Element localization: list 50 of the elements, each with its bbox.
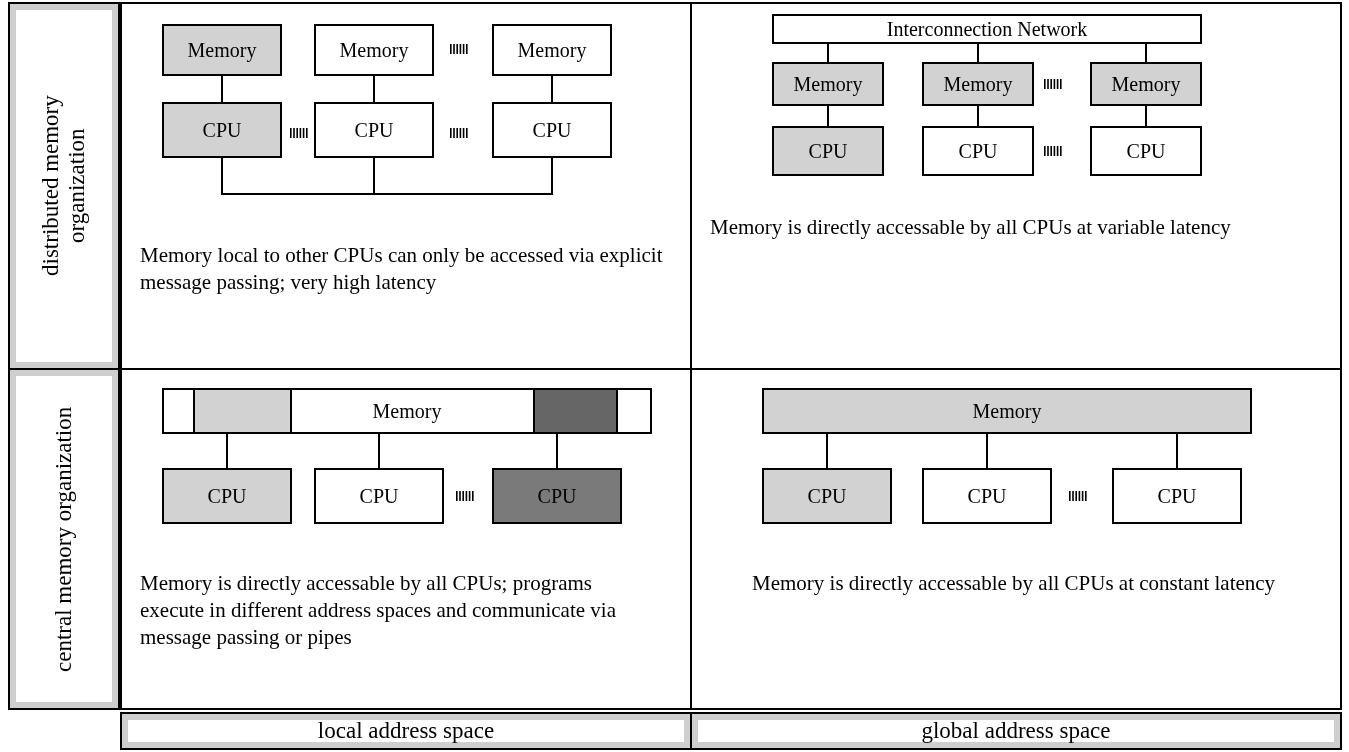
description-text: Memory is directly accessable by all CPUs; programs execute in different address spaces and communicate via message passing or pipes [140, 570, 617, 651]
connector-line [1176, 433, 1178, 469]
memory-box: Memory [314, 24, 434, 76]
cpu-box: CPU [492, 102, 612, 158]
memory-bar: Memory [162, 388, 652, 434]
cpu-box: CPU [314, 102, 434, 158]
cpu-box: CPU [762, 468, 892, 524]
row-header: distributed memory organization [8, 2, 120, 370]
memory-box: Memory [1090, 62, 1202, 106]
cpu-box: CPU [162, 102, 282, 158]
cpu-box: CPU [1112, 468, 1242, 524]
connector-line [977, 43, 979, 63]
diagram-cell [690, 368, 1342, 710]
connector-line [373, 75, 375, 103]
network-box: Interconnection Network [772, 14, 1202, 44]
cpu-box: CPU [922, 468, 1052, 524]
connector-line [221, 157, 375, 195]
connector-line [1145, 43, 1147, 63]
memory-box: Memory [162, 24, 282, 76]
cpu-box: CPU [492, 468, 622, 524]
diagram-cell [120, 368, 692, 710]
diagram-cell [120, 2, 692, 370]
cpu-box: CPU [922, 126, 1034, 176]
connector-line [226, 433, 228, 469]
cpu-box: CPU [162, 468, 292, 524]
memory-box: Memory [922, 62, 1034, 106]
connector-line [378, 433, 380, 469]
column-header: local address space [120, 712, 692, 750]
diagram-cell [690, 2, 1342, 370]
connector-line [827, 105, 829, 127]
description-text: Memory is directly accessable by all CPUs at constant latency [752, 570, 1277, 597]
row-header: central memory organization [8, 368, 120, 710]
connector-line [373, 157, 553, 195]
cpu-box: CPU [1090, 126, 1202, 176]
connector-line [1145, 105, 1147, 127]
cpu-box: CPU [314, 468, 444, 524]
memory-box: Memory [772, 62, 884, 106]
memory-bar: Memory [762, 388, 1252, 434]
connector-line [826, 433, 828, 469]
connector-line [551, 75, 553, 103]
column-header: global address space [690, 712, 1342, 750]
connector-line [556, 433, 558, 469]
connector-line [827, 43, 829, 63]
description-text: Memory is directly accessable by all CPUs at variable latency [710, 214, 1232, 241]
connector-line [977, 105, 979, 127]
cpu-box: CPU [772, 126, 884, 176]
memory-box: Memory [492, 24, 612, 76]
connector-line [986, 433, 988, 469]
description-text: Memory local to other CPUs can only be accessed via explicit message passing; very high latency [140, 242, 664, 296]
connector-line [221, 75, 223, 103]
